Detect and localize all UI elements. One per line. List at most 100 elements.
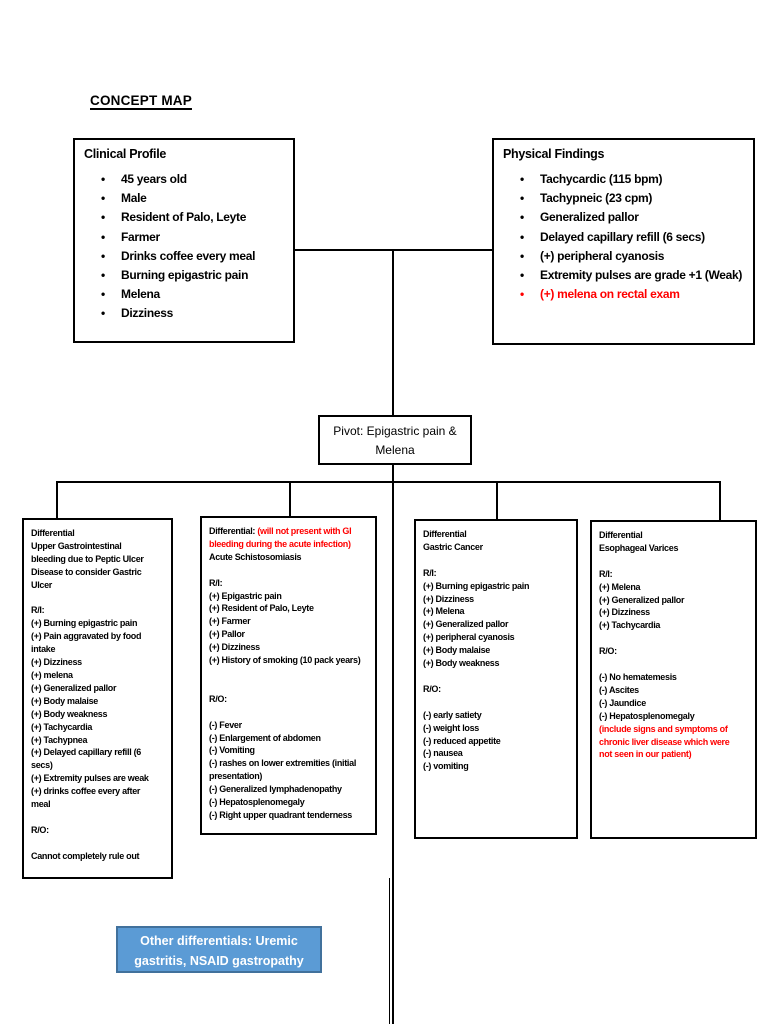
text-line: Cannot completely rule out xyxy=(31,850,140,861)
text-line: R/I: xyxy=(209,577,223,588)
text-line: presentation) xyxy=(209,771,263,782)
text-line: Differential xyxy=(599,530,643,540)
text-line: bleeding during the acute infection) xyxy=(209,538,351,549)
text-line: (-) nausea xyxy=(423,748,463,759)
other-differentials-label: Other differentials: Uremic gastritis, N… xyxy=(134,934,304,968)
text-line xyxy=(599,555,750,568)
text-line: bleeding due to Peptic Ulcer xyxy=(31,553,144,564)
text-line: (-) Ascites xyxy=(599,684,639,695)
connector-center-vertical xyxy=(392,483,394,1024)
text-line xyxy=(209,680,370,693)
text-line: (-) Right upper quadrant tenderness xyxy=(209,809,353,820)
connector-top-vertical xyxy=(392,250,394,415)
text-line: Burning epigastric pain xyxy=(75,266,293,285)
text-line: (+) Tachycardia xyxy=(31,721,93,732)
other-differentials-box: Other differentials: Uremic gastritis, N… xyxy=(116,926,322,973)
text-line: (+) Dizziness xyxy=(599,607,650,618)
text-line: (-) Fever xyxy=(209,719,242,730)
text-line: (+) melena xyxy=(31,669,73,680)
text-line: secs) xyxy=(31,760,53,771)
physical-findings-title: Physical Findings xyxy=(503,147,605,161)
text-line: Melena xyxy=(75,285,293,304)
text-line: (+) Tachypnea xyxy=(31,734,88,745)
text-line: R/I: xyxy=(599,568,613,579)
text-line: Delayed capillary refill (6 secs) xyxy=(494,228,753,247)
text-line xyxy=(423,554,571,567)
connector-center-vertical-double xyxy=(389,878,390,1024)
text-line: R/I: xyxy=(31,605,45,616)
clinical-profile-box: Clinical Profile 45 years oldMaleResiden… xyxy=(73,138,295,343)
physical-findings-list: Tachycardic (115 bpm)Tachypneic (23 cpm)… xyxy=(494,170,753,305)
text-line: Drinks coffee every meal xyxy=(75,247,293,266)
text-line: Differential xyxy=(31,528,75,538)
text-line: (+) Generalized pallor xyxy=(423,619,509,630)
text-line: Extremity pulses are grade +1 (Weak) xyxy=(494,266,753,285)
text-line: (+) Generalized pallor xyxy=(599,594,685,605)
text-line: (-) Hepatosplenomegaly xyxy=(599,710,695,721)
text-line: (+) Burning epigastric pain xyxy=(31,618,138,629)
text-line: (+) Burning epigastric pain xyxy=(423,580,530,591)
text-line: (+) peripheral cyanosis xyxy=(494,247,753,266)
clinical-profile-list: 45 years oldMaleResident of Palo, LeyteF… xyxy=(75,170,293,324)
pivot-box: Pivot: Epigastric pain & Melena xyxy=(318,415,472,465)
text-line xyxy=(31,837,166,850)
text-line: 45 years old xyxy=(75,170,293,189)
text-line: Ulcer xyxy=(31,579,53,590)
text-line: (+) Dizziness xyxy=(31,657,82,668)
text-line: Differential: (will not present with GI xyxy=(209,525,370,538)
text-line: R/O: xyxy=(599,646,617,657)
text-line: (+) melena on rectal exam xyxy=(494,285,753,304)
text-line: (+) Pain aggravated by food xyxy=(31,631,142,642)
text-line: (-) No hematemesis xyxy=(599,671,677,682)
text-segment: (will not present with GI xyxy=(257,526,352,536)
text-line xyxy=(209,564,370,577)
text-line: (+) Body weakness xyxy=(423,658,500,669)
text-line: (+) Tachycardia xyxy=(599,620,661,631)
text-line: (-) Enlargement of abdomen xyxy=(209,732,321,743)
text-line: (+) Body malaise xyxy=(31,695,98,706)
text-line: Gastric Cancer xyxy=(423,541,483,552)
text-line: (+) Melena xyxy=(599,581,641,592)
text-line: (+) Pallor xyxy=(209,629,245,640)
text-line: R/O: xyxy=(209,693,227,704)
text-line: (-) vomiting xyxy=(423,761,469,772)
text-line: (+) Melena xyxy=(423,606,465,617)
physical-findings-box: Physical Findings Tachycardic (115 bpm)T… xyxy=(492,138,755,345)
connector-drop-3 xyxy=(496,483,498,519)
text-line: meal xyxy=(31,799,51,810)
text-line: R/I: xyxy=(423,567,437,578)
text-line xyxy=(209,706,370,719)
text-line: Dizziness xyxy=(75,304,293,323)
text-line xyxy=(599,658,750,671)
text-line: (-) Generalized lymphadenopathy xyxy=(209,784,342,795)
text-line: (+) Body weakness xyxy=(31,708,108,719)
text-line: (+) Body malaise xyxy=(423,645,490,656)
text-line: (+) Dizziness xyxy=(423,593,474,604)
text-line: (-) weight loss xyxy=(423,722,479,733)
text-line: not seen in our patient) xyxy=(599,749,692,760)
text-line: Generalized pallor xyxy=(494,208,753,227)
text-line: (+) Resident of Palo, Leyte xyxy=(209,603,314,614)
text-line: (+) History of smoking (10 pack years) xyxy=(209,655,361,666)
text-line: Upper Gastrointestinal xyxy=(31,540,122,551)
text-line: (+) Farmer xyxy=(209,616,251,627)
text-line: intake xyxy=(31,644,56,655)
pivot-label: Pivot: Epigastric pain & Melena xyxy=(333,424,457,457)
text-line xyxy=(209,667,370,680)
text-line: Tachycardic (115 bpm) xyxy=(494,170,753,189)
text-line: chronic liver disease which were xyxy=(599,736,730,747)
text-line xyxy=(31,592,166,605)
text-line: Resident of Palo, Leyte xyxy=(75,208,293,227)
connector-drop-4 xyxy=(719,483,721,520)
clinical-profile-title: Clinical Profile xyxy=(84,147,167,161)
text-line: (-) reduced appetite xyxy=(423,735,501,746)
text-line xyxy=(423,696,571,709)
text-line: (+) Delayed capillary refill (6 xyxy=(31,747,142,758)
text-segment: Differential: xyxy=(209,526,258,536)
text-line: (+) drinks coffee every after xyxy=(31,786,141,797)
text-line: (+) Epigastric pain xyxy=(209,590,282,601)
text-line: Esophageal Varices xyxy=(599,542,679,553)
text-line: (+) peripheral cyanosis xyxy=(423,632,515,643)
text-line xyxy=(423,670,571,683)
